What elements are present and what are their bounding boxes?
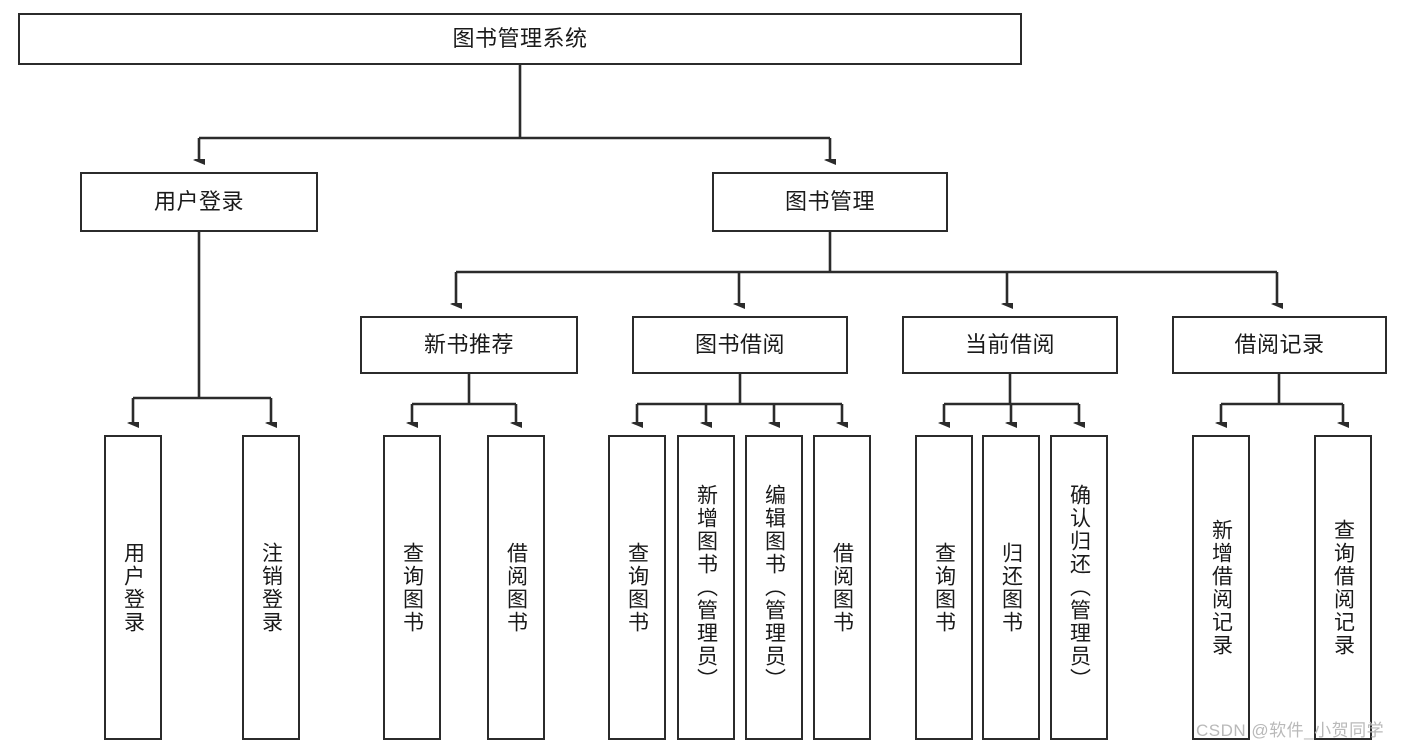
node-leaf-logout[interactable]: 注销登录 [242,435,300,740]
node-label: 用户登录 [121,541,145,634]
connector-lines [133,65,1343,423]
node-leaf-add-borrow-record[interactable]: 新增借阅记录 [1192,435,1250,740]
node-current-borrow[interactable]: 当前借阅 [902,316,1118,374]
node-label: 新书推荐 [423,332,514,358]
node-leaf-confirm-return-admin[interactable]: 确认归还（管理员） [1050,435,1108,740]
node-label: 图书管理 [784,189,875,215]
node-label: 借阅图书 [830,541,854,634]
node-leaf-user-login[interactable]: 用户登录 [104,435,162,740]
node-label: 当前借阅 [964,332,1055,358]
node-label: 编辑图书（管理员） [762,484,786,691]
node-label: 查询图书 [400,541,424,634]
node-leaf-add-book-admin[interactable]: 新增图书（管理员） [677,435,735,740]
node-label: 新增借阅记录 [1209,518,1233,657]
node-label: 查询图书 [932,541,956,634]
node-leaf-return-book[interactable]: 归还图书 [982,435,1040,740]
node-label: 用户登录 [153,189,244,215]
node-label: 借阅图书 [504,541,528,634]
node-leaf-query-books-recommend[interactable]: 查询图书 [383,435,441,740]
node-label: 确认归还（管理员） [1067,484,1091,691]
node-new-book-recommend[interactable]: 新书推荐 [360,316,578,374]
node-label: 新增图书（管理员） [694,484,718,691]
node-label: 借阅记录 [1234,332,1325,358]
node-borrow-record[interactable]: 借阅记录 [1172,316,1387,374]
node-leaf-borrow-books-recommend[interactable]: 借阅图书 [487,435,545,740]
node-book-management[interactable]: 图书管理 [712,172,948,232]
node-user-login[interactable]: 用户登录 [80,172,318,232]
node-label: 查询借阅记录 [1331,518,1355,657]
node-label: 查询图书 [625,541,649,634]
node-label: 图书借阅 [694,332,785,358]
node-root-图书管理系统[interactable]: 图书管理系统 [18,13,1022,65]
node-leaf-edit-book-admin[interactable]: 编辑图书（管理员） [745,435,803,740]
node-label: 图书管理系统 [452,26,588,52]
node-label: 归还图书 [999,541,1023,634]
node-leaf-query-books-current[interactable]: 查询图书 [915,435,973,740]
node-leaf-query-books-borrow[interactable]: 查询图书 [608,435,666,740]
node-book-borrow[interactable]: 图书借阅 [632,316,848,374]
node-leaf-borrow-book[interactable]: 借阅图书 [813,435,871,740]
node-label: 注销登录 [259,541,283,634]
node-leaf-query-borrow-record[interactable]: 查询借阅记录 [1314,435,1372,740]
